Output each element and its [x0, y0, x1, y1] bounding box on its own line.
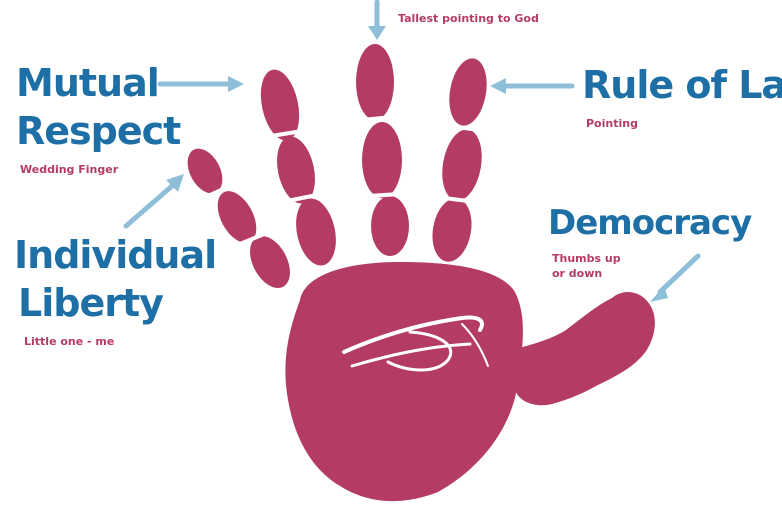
individual-liberty-subtitle: Little one - me — [24, 335, 114, 349]
arrow-individual-shaft — [126, 186, 172, 226]
mutual-respect-title-line2: Respect — [16, 112, 180, 150]
democracy-title: Democracy — [548, 206, 751, 240]
arrow-top-head — [368, 26, 386, 40]
democracy-subtitle-line2: or down — [552, 267, 602, 281]
individual-liberty-title-line2: Liberty — [18, 284, 163, 322]
individual-liberty-title-line1: Individual — [14, 236, 216, 274]
arrow-mutual-head — [228, 76, 244, 92]
arrow-ruleoflaw-head — [490, 78, 506, 94]
democracy-subtitle-line1: Thumbs up — [552, 252, 621, 266]
rule-of-law-subtitle: Pointing — [586, 117, 638, 131]
top-label: Tallest pointing to God — [398, 12, 539, 26]
mutual-respect-subtitle: Wedding Finger — [20, 163, 118, 177]
mutual-respect-title-line1: Mutual — [16, 64, 159, 102]
rule-of-law-title: Rule of Law — [582, 66, 782, 104]
arrow-democracy-shaft — [660, 256, 698, 292]
